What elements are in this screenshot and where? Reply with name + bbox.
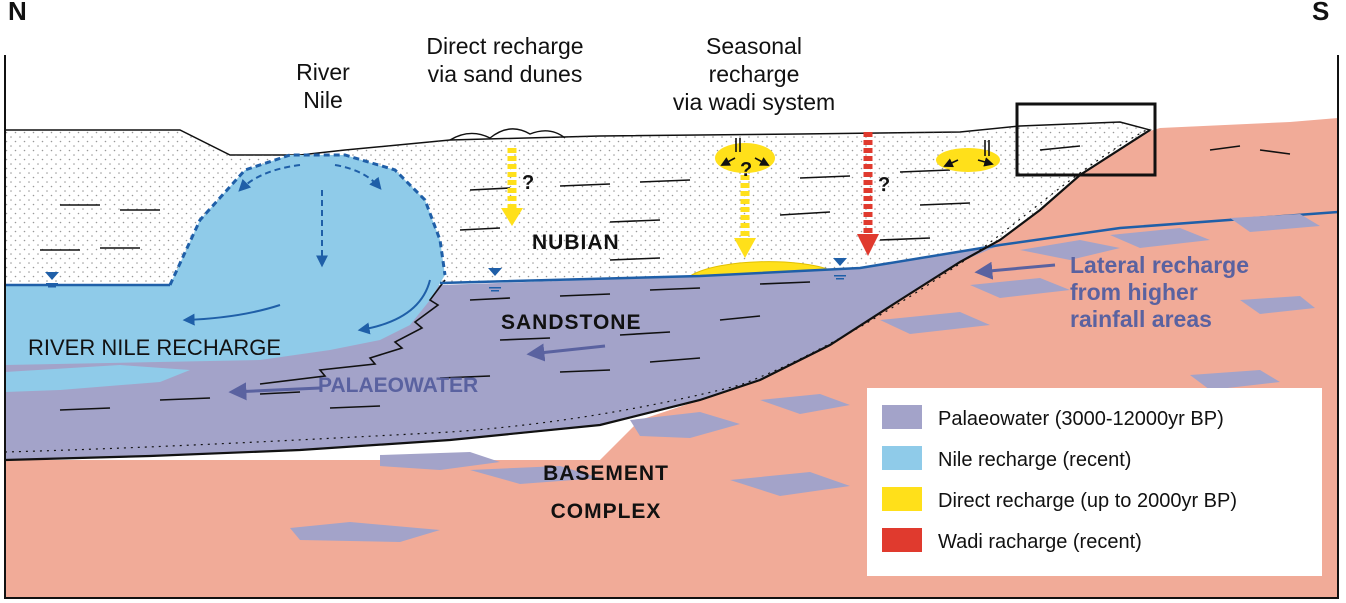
- question-mark-wadi-ellipse: ?: [740, 159, 752, 181]
- inset-box: [1015, 102, 1157, 177]
- lateral-recharge-label-3: rainfall areas: [1070, 306, 1212, 332]
- river-nile-label-2: Nile: [303, 87, 343, 113]
- nile-recharge-zone: [5, 155, 445, 365]
- basement-label-1: BASEMENT: [543, 462, 669, 485]
- nile-mound-outline: [168, 153, 447, 286]
- question-mark-direct: ?: [522, 172, 534, 194]
- legend-label-palaeowater: Palaeowater (3000-12000yr BP): [938, 408, 1224, 430]
- palaeowater-label: PALAEOWATER: [318, 374, 478, 397]
- legend-swatch-palaeowater: [882, 405, 922, 429]
- question-mark-wadi: ?: [878, 174, 890, 196]
- legend-label-direct: Direct recharge (up to 2000yr BP): [938, 490, 1237, 512]
- wadi-recharge-arrow: [857, 132, 879, 256]
- nile-outflow-arrows: [182, 279, 431, 335]
- legend-swatch-wadi: [882, 528, 922, 552]
- seasonal-recharge-label-1: Seasonal: [706, 33, 802, 59]
- flow-arrows-purple: [228, 261, 1056, 401]
- south-label: S: [1312, 0, 1329, 26]
- legend-label-nile: Nile recharge (recent): [938, 449, 1131, 471]
- lateral-recharge-label-2: from higher: [1070, 279, 1198, 305]
- north-label: N: [8, 0, 27, 26]
- frame: [4, 55, 1339, 599]
- sand-dunes: [449, 128, 566, 141]
- basement-water-lenses: [290, 214, 1320, 542]
- legend-swatch-nile: [882, 446, 922, 470]
- direct-recharge-label-1: Direct recharge: [426, 33, 583, 59]
- nile-recharge-tongue: [5, 365, 190, 392]
- seasonal-recharge-label-2: recharge: [709, 61, 800, 87]
- seasonal-recharge-label-3: via wadi system: [673, 89, 835, 115]
- direct-recharge-arrows: [501, 148, 756, 258]
- direct-recharge-lens: [689, 261, 831, 277]
- water-table: [5, 210, 1339, 287]
- interfingering-boundary: [259, 279, 446, 385]
- wadi-ellipse-2: [936, 148, 1000, 172]
- legend-box: [867, 388, 1322, 576]
- river-nile-label-1: River: [296, 59, 350, 85]
- water-table-symbols: [45, 258, 847, 292]
- palaeowater-zone: [5, 245, 1000, 460]
- nubian-label: NUBIAN: [532, 231, 620, 254]
- bedding-dashes: [40, 145, 1291, 411]
- legend-swatch-direct: [882, 487, 922, 511]
- basement-rise: [600, 118, 1338, 460]
- nile-flow-arrows: [238, 164, 382, 268]
- lateral-recharge-label-1: Lateral recharge: [1070, 252, 1249, 278]
- direct-recharge-label-2: via sand dunes: [428, 61, 583, 87]
- legend-label-wadi: Wadi racharge (recent): [938, 531, 1142, 553]
- river-nile-recharge-label: RIVER NILE RECHARGE: [28, 335, 281, 360]
- sandstone-label: SANDSTONE: [501, 311, 641, 334]
- basement-label-2: COMPLEX: [551, 500, 662, 523]
